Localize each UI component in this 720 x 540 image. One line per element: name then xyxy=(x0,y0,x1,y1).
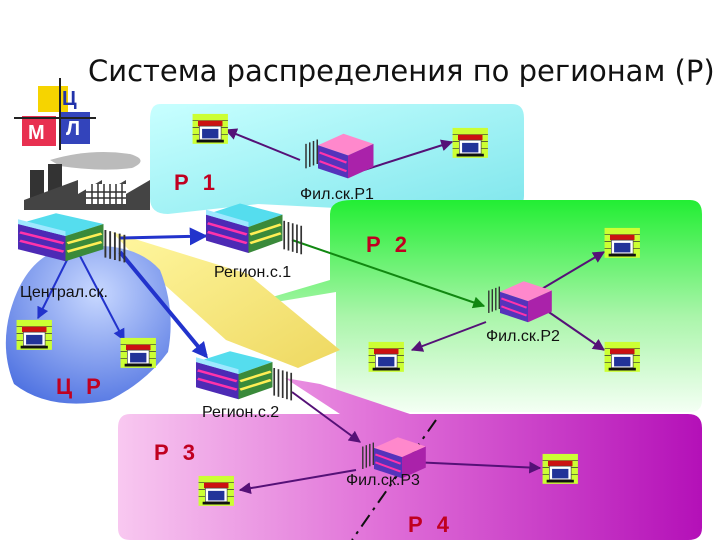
store-icon-p1-left xyxy=(192,113,229,145)
page-title: Система распределения по регионам (Р) xyxy=(88,54,715,88)
logo-letter-m: М xyxy=(28,122,45,144)
node-label-branch2: Фил.ск.Р2 xyxy=(486,328,560,345)
arrow-central-to-store-a xyxy=(37,253,71,320)
region-boundary-dashed xyxy=(351,419,437,540)
store-icon-p3-left xyxy=(198,475,235,507)
store-icon-p2-left xyxy=(368,341,405,373)
arrow-branch1-to-store-right xyxy=(363,139,454,171)
logo-letter-l: Л xyxy=(66,118,81,140)
region-label-p1: Р 1 xyxy=(174,170,220,195)
logo-letter-c: Ц xyxy=(62,88,77,110)
arrow-central-to-regional1 xyxy=(119,227,208,246)
arrow-branch2-to-store-left xyxy=(410,321,487,352)
arrow-branch3-to-store-right xyxy=(411,461,542,474)
store-icon-p2-right xyxy=(604,341,641,373)
arrow-branch3-to-store-left xyxy=(238,469,357,495)
arrow-branch1-to-store-left xyxy=(224,128,301,161)
arrow-regional2-to-branch3 xyxy=(291,391,361,443)
node-label-central: Централ.ск. xyxy=(20,284,108,301)
store-icon-cr-right xyxy=(120,337,157,369)
store-icon-p1-right xyxy=(452,127,489,159)
region-label-p4: Р 4 xyxy=(408,512,454,537)
arrow-regional1-to-branch2 xyxy=(291,239,486,309)
region-label-p2: Р 2 xyxy=(366,232,412,257)
node-label-branch1: Фил.ск.Р1 xyxy=(300,186,374,203)
node-label-regional1: Регион.с.1 xyxy=(214,264,292,281)
store-icon-p3-right xyxy=(542,453,579,485)
store-icon-p2-top xyxy=(604,227,641,259)
store-icon-cr-left xyxy=(16,319,53,351)
region-label-cr: Ц Р xyxy=(56,374,105,399)
regional-warehouse-1-icon xyxy=(204,201,303,256)
arrow-central-to-store-b xyxy=(79,255,125,342)
arrow-branch2-to-store-top xyxy=(539,251,606,291)
flow-arrows xyxy=(37,128,606,495)
arrow-central-to-regional2 xyxy=(118,250,209,359)
logo-cml xyxy=(14,78,96,150)
region-funnel-area xyxy=(112,232,340,368)
node-label-branch3: Фил.ск.Р3 xyxy=(346,472,420,489)
factory-icon xyxy=(24,152,150,210)
region-label-p3: Р 3 xyxy=(154,440,200,465)
region-p2-area xyxy=(228,200,702,412)
arrow-branch2-to-store-right xyxy=(539,305,605,351)
node-label-regional2: Регион.с.2 xyxy=(202,404,280,421)
